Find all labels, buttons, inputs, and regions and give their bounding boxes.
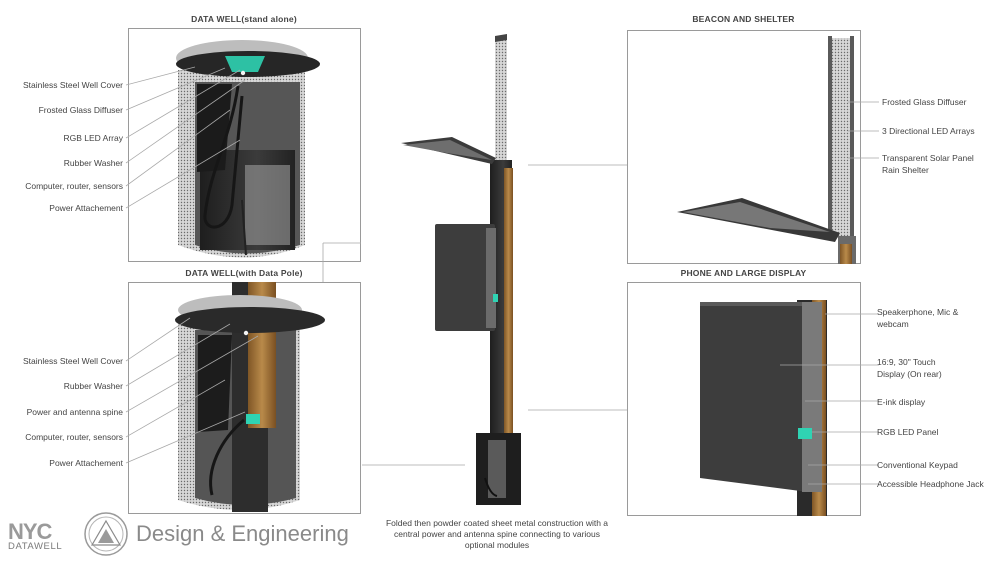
title-well-pole: DATA WELL(with Data Pole) — [185, 268, 303, 278]
label-eink-display: E-ink display — [877, 397, 926, 407]
label-computer-router-sensors-pole: Computer, router, sensors — [25, 432, 123, 442]
well-pole-render — [175, 282, 325, 512]
title-beacon: BEACON AND SHELTER — [692, 14, 795, 24]
label-power-attachement-pole: Power Attachement — [49, 458, 123, 468]
label-power-antenna-spine: Power and antenna spine — [26, 407, 123, 417]
label-touch-display: 16:9, 30" Touch — [877, 357, 936, 367]
leader-lines — [125, 66, 879, 485]
label-touch-display-rear: Display (On rear) — [877, 369, 942, 379]
brand-logo: NYC — [8, 519, 52, 544]
label-solar-panel: Transparent Solar Panel — [882, 153, 974, 163]
label-directional-led-arrays: 3 Directional LED Arrays — [882, 126, 975, 136]
label-webcam: webcam — [877, 319, 909, 329]
label-rubber-washer: Rubber Washer — [63, 158, 123, 168]
label-power-attachement: Power Attachement — [49, 203, 123, 213]
central-pole-render — [401, 34, 521, 505]
label-beacon-diffuser: Frosted Glass Diffuser — [882, 97, 967, 107]
caption-line-2: central power and antenna spine connecti… — [393, 529, 601, 539]
caption-line-1: Folded then powder coated sheet metal co… — [385, 518, 609, 528]
caption: Folded then powder coated sheet metal co… — [368, 518, 626, 551]
label-rubber-washer-pole: Rubber Washer — [63, 381, 123, 391]
panel-beacon — [627, 30, 861, 264]
label-steel-well-cover-pole: Stainless Steel Well Cover — [23, 356, 123, 366]
title-phone: PHONE AND LARGE DISPLAY — [680, 268, 807, 278]
well-standalone-render — [176, 40, 320, 258]
label-steel-well-cover: Stainless Steel Well Cover — [23, 80, 123, 90]
label-frosted-glass-diffuser: Frosted Glass Diffuser — [38, 105, 123, 115]
beacon-render — [677, 36, 856, 264]
label-rgb-led-panel: RGB LED Panel — [877, 427, 939, 437]
phone-render — [700, 300, 827, 516]
caption-line-3: optional modules — [464, 540, 530, 550]
label-headphone-jack: Accessible Headphone Jack — [877, 479, 984, 489]
label-computer-router-sensors: Computer, router, sensors — [25, 181, 123, 191]
title-well-standalone: DATA WELL(stand alone) — [191, 14, 297, 24]
label-rgb-led-array: RGB LED Array — [63, 133, 123, 143]
label-rain-shelter: Rain Shelter — [882, 165, 929, 175]
brand-logo-sub: DATAWELL — [8, 541, 63, 552]
label-conventional-keypad: Conventional Keypad — [877, 460, 958, 470]
label-speakerphone: Speakerphone, Mic & — [877, 307, 959, 317]
brand-tagline: Design & Engineering — [136, 521, 349, 546]
logo-emblem — [84, 512, 128, 556]
